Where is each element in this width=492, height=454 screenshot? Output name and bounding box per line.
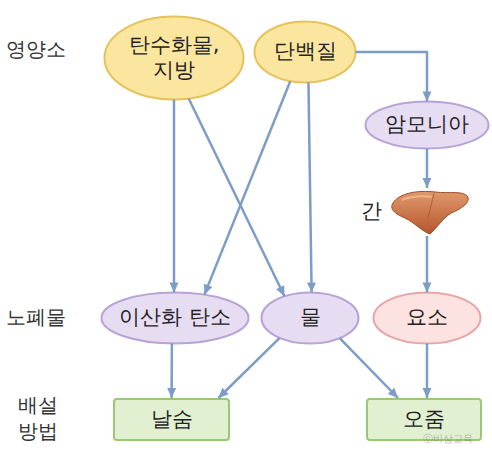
- flow-arrow: [173, 100, 176, 293]
- flow-arrow: [189, 99, 285, 297]
- node-label: 단백질: [274, 39, 337, 64]
- row-label: 배설 방법: [10, 392, 66, 444]
- node-label: 오줌: [403, 407, 445, 432]
- node-texts: 이산화 탄소: [100, 291, 250, 345]
- excretion-box: 날숨: [113, 398, 230, 441]
- row-label: 영양소: [2, 36, 70, 62]
- flow-arrow: [356, 52, 428, 102]
- node-outline: [390, 188, 470, 236]
- waste-ellipse: 물: [260, 291, 360, 345]
- intermediate-ellipse: 암모니아: [364, 100, 490, 150]
- node-texts: 암모니아: [364, 100, 490, 150]
- flow-arrow: [426, 236, 429, 293]
- flow-arrow: [426, 149, 429, 189]
- ellipse-shape: [374, 293, 481, 344]
- node-label: 간: [361, 199, 382, 224]
- flow-arrow: [340, 338, 398, 398]
- node-label: 물: [300, 305, 321, 330]
- waste-ellipse: 이산화 탄소: [100, 291, 250, 345]
- node-label: 날숨: [151, 407, 193, 432]
- flow-arrow: [218, 338, 279, 398]
- flow-arrow: [170, 343, 173, 398]
- nutrient-ellipse: 탄수화물, 지방: [103, 15, 245, 101]
- row-label: 노폐물: [2, 304, 70, 330]
- node-label: 암모니아: [385, 112, 469, 137]
- ellipse-shape: [262, 293, 359, 344]
- waste-ellipse: 요소: [372, 291, 482, 345]
- liver-highlight: [402, 196, 432, 200]
- flow-arrow: [204, 81, 290, 294]
- node-label: 요소: [406, 305, 448, 330]
- nutrient-ellipse: 단백질: [253, 20, 357, 84]
- ellipse-shape: [366, 102, 489, 149]
- node-texts: 요소: [372, 291, 482, 345]
- liver-shape: [392, 191, 469, 234]
- flow-arrow: [308, 82, 311, 292]
- watermark: ⓒ비상교육: [408, 432, 488, 445]
- node-texts: 탄수화물, 지방: [103, 15, 245, 101]
- node-texts: 오줌: [366, 398, 482, 441]
- excretion-box: 오줌: [366, 398, 482, 441]
- node-label: 탄수화물, 지방: [124, 33, 224, 83]
- node-texts: 단백질: [253, 20, 357, 84]
- ellipse-shape: [255, 22, 356, 83]
- flow-arrow: [426, 344, 429, 399]
- liver-illustration: 간: [390, 188, 470, 236]
- rect-shape: [114, 399, 229, 440]
- node-texts: 간: [356, 188, 386, 236]
- ellipse-shape: [102, 293, 249, 344]
- node-label: 이산화 탄소: [119, 305, 231, 330]
- node-texts: 물: [260, 291, 360, 345]
- ellipse-shape: [105, 17, 244, 100]
- node-texts: 날숨: [113, 398, 230, 441]
